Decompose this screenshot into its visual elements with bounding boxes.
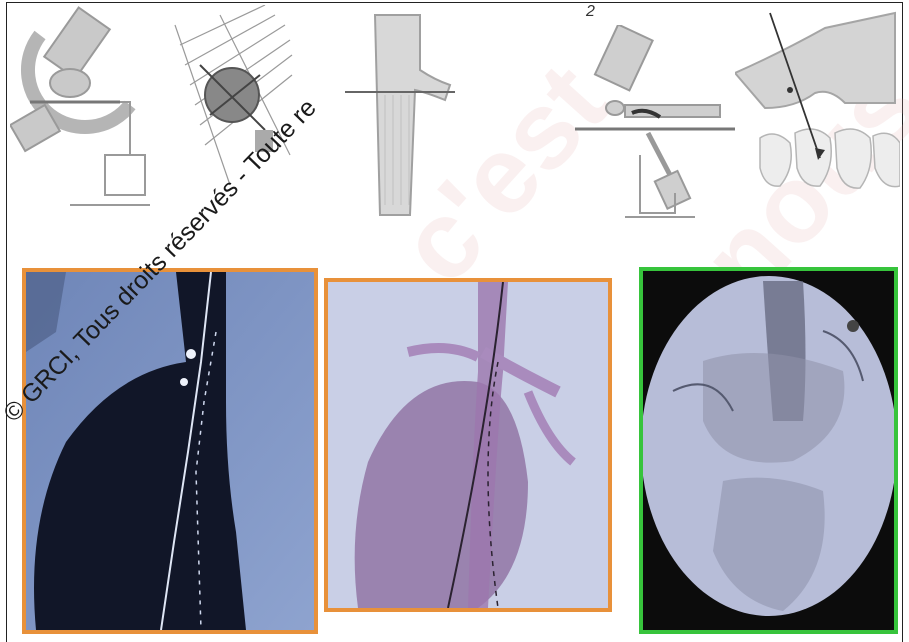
angiography-image-2 [324, 278, 612, 612]
vessel-projection-diagram-icon [345, 0, 455, 220]
c-arm-diagram-icon [10, 5, 160, 220]
aortic-arch-diagram-icon [735, 8, 900, 203]
fluoroscopy-image-1 [22, 268, 318, 634]
angled-beam-diagram-icon [170, 5, 295, 190]
panel-label: 2 [586, 3, 595, 21]
patient-table-diagram-icon [570, 25, 740, 220]
angiography-image-3 [639, 267, 898, 634]
